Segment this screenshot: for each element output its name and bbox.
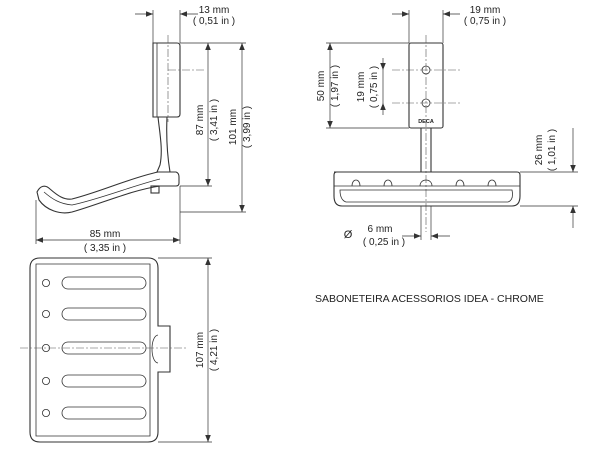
side-tray-inner-edge bbox=[43, 178, 161, 206]
top-drain-hole-5 bbox=[42, 408, 51, 417]
top-rib-5 bbox=[61, 406, 147, 420]
front-rib-3 bbox=[419, 179, 433, 187]
front-rib-1 bbox=[351, 179, 361, 187]
dim-101-mm: 101 mm bbox=[228, 109, 239, 145]
dim-87-inch: ( 3,41 in ) bbox=[209, 99, 220, 141]
dim-87-mm: 87 mm bbox=[195, 105, 206, 136]
product-title: SABONETEIRA ACESSORIOS IDEA - CHROME bbox=[315, 293, 544, 305]
dim-6-mm: 6 mm bbox=[368, 224, 393, 235]
front-brand-mark: DECA bbox=[418, 119, 434, 125]
front-tray bbox=[333, 171, 521, 207]
top-rib-4 bbox=[61, 374, 147, 388]
dim-26-mm: 26 mm bbox=[534, 135, 545, 166]
dim-19h-mm: 19 mm bbox=[356, 72, 367, 103]
dim-26-inch: ( 1,01 in ) bbox=[547, 129, 558, 171]
side-view: 13 mm ( 0,51 in ) 87 mm ( 3,41 in ) 101 … bbox=[35, 5, 253, 254]
dim-6-inch: ( 0,25 in ) bbox=[363, 237, 405, 248]
side-tray-profile bbox=[36, 171, 180, 214]
front-rib-2 bbox=[383, 179, 393, 187]
dim-107-mm: 107 mm bbox=[195, 332, 206, 368]
dim-19w-inch: ( 0,75 in ) bbox=[464, 16, 506, 27]
top-view: 107 mm ( 4,21 in ) bbox=[20, 257, 220, 443]
top-rib-2 bbox=[61, 307, 147, 321]
top-mount-arc bbox=[151, 334, 159, 364]
side-wall-plate bbox=[152, 42, 181, 118]
top-tray-outline bbox=[29, 257, 171, 443]
top-rib-1 bbox=[61, 276, 147, 290]
dim-85-inch: ( 3,35 in ) bbox=[84, 243, 126, 254]
top-drain-hole-4 bbox=[42, 376, 51, 385]
top-tray-inner-rim bbox=[35, 263, 151, 437]
front-rib-4 bbox=[455, 179, 465, 187]
dim-50-mm: 50 mm bbox=[316, 71, 327, 102]
dim-50-inch: ( 1,97 in ) bbox=[330, 65, 341, 107]
dim-6-diameter-symbol: Ø bbox=[344, 229, 353, 241]
top-drain-hole-1 bbox=[42, 278, 51, 287]
dim-85-mm: 85 mm bbox=[90, 229, 121, 240]
front-tray-lower-face bbox=[339, 189, 513, 203]
top-drain-hole-2 bbox=[42, 309, 51, 318]
dim-13-inch: ( 0,51 in ) bbox=[193, 16, 235, 27]
dim-19w-mm: 19 mm bbox=[470, 5, 501, 16]
side-drain-nib bbox=[150, 185, 160, 194]
dim-13-mm: 13 mm bbox=[199, 5, 230, 16]
front-view: DECA 19 mm ( 0,75 in ) 50 mm ( 1,97 in )… bbox=[316, 5, 578, 248]
front-rib-5 bbox=[487, 179, 497, 187]
dim-107-inch: ( 4,21 in ) bbox=[209, 329, 220, 371]
dim-101-inch: ( 3,99 in ) bbox=[242, 106, 253, 148]
side-arm bbox=[156, 116, 171, 173]
dim-19h-inch: ( 0,75 in ) bbox=[369, 66, 380, 108]
